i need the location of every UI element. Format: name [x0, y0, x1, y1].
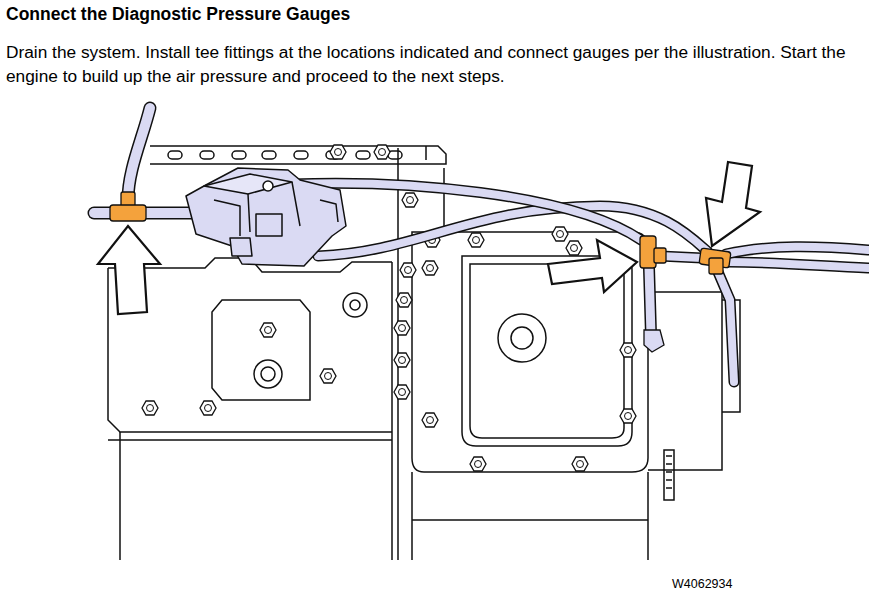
instruction-text: Drain the system. Install tee fittings a… — [6, 40, 866, 88]
bolt — [396, 293, 412, 307]
cover-boss — [498, 314, 546, 362]
bolt — [470, 457, 486, 471]
cover-inner — [470, 264, 624, 438]
hose — [718, 272, 734, 382]
valve-port — [263, 181, 273, 191]
left-port — [254, 360, 282, 388]
hose-outline — [142, 207, 192, 220]
cover-plate — [412, 232, 648, 472]
bolt — [566, 241, 582, 255]
center-port-inner — [350, 300, 360, 310]
valve-detail — [214, 182, 338, 236]
hose — [128, 108, 150, 200]
bolt — [400, 263, 416, 277]
hose-outline — [726, 247, 868, 254]
tee-fitting — [654, 248, 666, 263]
hose — [142, 208, 192, 218]
hose-outline — [649, 268, 651, 335]
bolt — [394, 321, 410, 335]
side-cylinder — [664, 450, 674, 500]
pointer-arrow — [706, 162, 760, 246]
bolt — [374, 145, 390, 159]
bolts — [142, 145, 636, 471]
hose-outline — [728, 262, 868, 268]
valve — [186, 168, 346, 266]
pointer-arrow — [98, 226, 160, 314]
left-port-inner — [261, 367, 275, 381]
tee-fitting — [709, 258, 723, 274]
valve-stem — [230, 238, 252, 256]
heading: Connect the Diagnostic Pressure Gauges — [6, 3, 866, 25]
bolt — [468, 233, 484, 247]
bolt — [200, 401, 216, 415]
hoses — [94, 108, 868, 382]
hose — [728, 262, 868, 268]
bolt — [260, 323, 276, 337]
pointer-arrow — [548, 240, 637, 292]
bolt — [620, 409, 636, 423]
cover-boss-inner — [511, 327, 533, 349]
bolt — [142, 401, 158, 415]
figure-id: W4062934 — [672, 577, 822, 592]
bolt — [620, 343, 636, 357]
valve-body — [186, 168, 346, 266]
bolt — [394, 385, 410, 399]
gasket-rail — [150, 146, 446, 164]
left-block-lower — [108, 262, 392, 560]
hose-outline — [128, 108, 150, 200]
center-port — [343, 293, 367, 317]
rail-slots — [168, 151, 402, 159]
bolt — [402, 193, 418, 207]
bolt — [394, 353, 410, 367]
left-block — [108, 258, 392, 432]
bolt — [422, 413, 438, 427]
bolt — [552, 227, 568, 241]
bolt — [320, 369, 336, 383]
bolt — [572, 457, 588, 471]
bolt — [330, 145, 346, 159]
lower-housing — [412, 472, 648, 560]
hose — [649, 268, 651, 335]
hose — [726, 247, 868, 254]
valve-top — [204, 174, 292, 194]
bolt — [422, 261, 438, 275]
callout-arrows — [98, 162, 760, 314]
tee-fitting — [110, 205, 146, 221]
gauge-elbow — [644, 330, 664, 352]
hose-outline — [718, 272, 734, 382]
left-boss — [212, 300, 310, 400]
engine-housing — [108, 146, 740, 560]
